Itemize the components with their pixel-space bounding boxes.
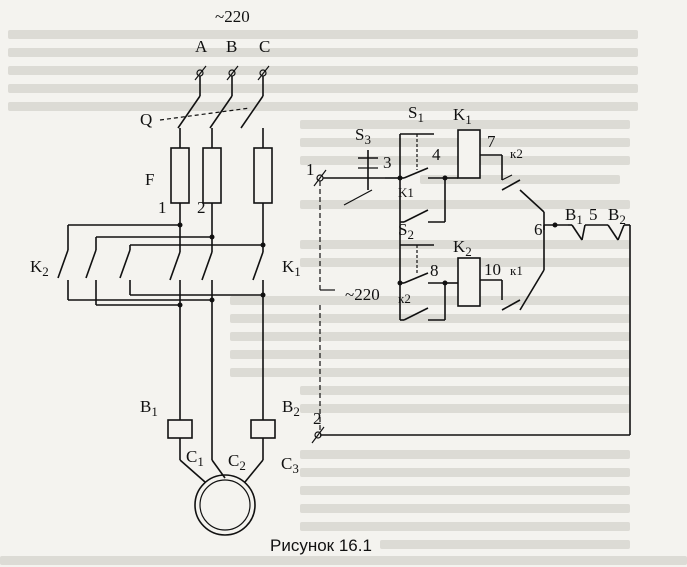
bleed-line (420, 175, 620, 184)
main-switch-label: Q (140, 110, 152, 129)
terminal-c3-label: C3 (281, 454, 299, 476)
reversing-bus (67, 222, 266, 308)
bleed-line (230, 332, 630, 341)
contactor-k2-contacts (57, 249, 131, 279)
bleed-line (300, 386, 630, 395)
node-6-label: 6 (534, 220, 543, 239)
bleed-line (300, 504, 630, 513)
thermal-relays (167, 419, 276, 460)
supply-voltage-label: ~220 (215, 7, 250, 26)
motor (194, 474, 256, 536)
bleed-line (300, 522, 630, 531)
main-switch (159, 95, 264, 129)
bleed-line (300, 486, 630, 495)
contactor-k1-contacts (169, 251, 270, 281)
coil-k1-label: K1 (453, 105, 472, 127)
bleed-line (230, 368, 630, 377)
coil-k1 (457, 129, 481, 179)
phase-c-label: C (259, 37, 270, 56)
phase-b-label: B (226, 37, 237, 56)
bleed-line (300, 404, 630, 413)
coil-k2-label: K2 (453, 237, 472, 259)
node-1-label: 1 (158, 198, 167, 217)
holding-contact-k2 (400, 307, 445, 321)
bleed-line (230, 296, 630, 305)
bleed-line (300, 120, 630, 129)
bleed-line (230, 314, 630, 323)
bleed-line (380, 540, 630, 549)
contact-k1-label: K1 (398, 185, 414, 200)
node-1-control-label: 1 (306, 160, 315, 179)
bleed-line (8, 102, 638, 111)
node-3-label: 3 (383, 153, 392, 172)
node-8-label: 7 (487, 132, 496, 151)
fuses (170, 147, 273, 204)
node-2-control-label: 2 (313, 409, 322, 428)
bleed-line (8, 30, 638, 39)
relay-b2-contact-label: B2 (608, 205, 626, 227)
bleed-line (230, 350, 630, 359)
node-2-label: 2 (197, 198, 206, 217)
interlock-k1-label: к1 (510, 263, 523, 278)
contactor-k2-label: K2 (30, 257, 49, 279)
node-7-label: 8 (430, 261, 439, 280)
phase-a-label: A (195, 37, 208, 56)
terminal-c2-label: C2 (228, 451, 246, 473)
thermal-relay-b2-label: B2 (282, 397, 300, 419)
thermal-contacts (568, 224, 631, 241)
start-button-s2 (399, 222, 446, 320)
holding-k2-label: к2 (398, 291, 411, 306)
thermal-relay-b1-label: B1 (140, 397, 158, 419)
contactor-k1-label: K1 (282, 257, 301, 279)
terminal-c1-label: C1 (186, 447, 204, 469)
bleed-line (300, 200, 630, 209)
coil-k2 (457, 257, 481, 307)
button-s1-label: S1 (408, 103, 424, 125)
bleed-line (300, 468, 630, 477)
node-5-label: 4 (432, 145, 441, 164)
bleed-line (300, 450, 630, 459)
bleed-line (300, 240, 630, 249)
fuses-label: F (145, 170, 154, 189)
interlock-contact-k2 (501, 155, 545, 230)
control-terminal-2 (311, 426, 325, 444)
node-10-label: 10 (484, 260, 501, 279)
node-4-label: 5 (589, 205, 598, 224)
bleed-line (8, 66, 638, 75)
bleed-line (8, 84, 638, 93)
relay-b1-contact-label: B1 (565, 205, 583, 227)
button-s3-label: S3 (355, 125, 371, 147)
bleed-line (0, 556, 687, 565)
interlock-k2-label: к2 (510, 146, 523, 161)
figure-caption: Рисунок 16.1 (270, 536, 372, 555)
stop-button-s3 (343, 150, 385, 206)
interlock-contact-k1 (501, 225, 545, 311)
control-voltage-label: ~220 (345, 285, 380, 304)
bleed-line (8, 48, 638, 57)
